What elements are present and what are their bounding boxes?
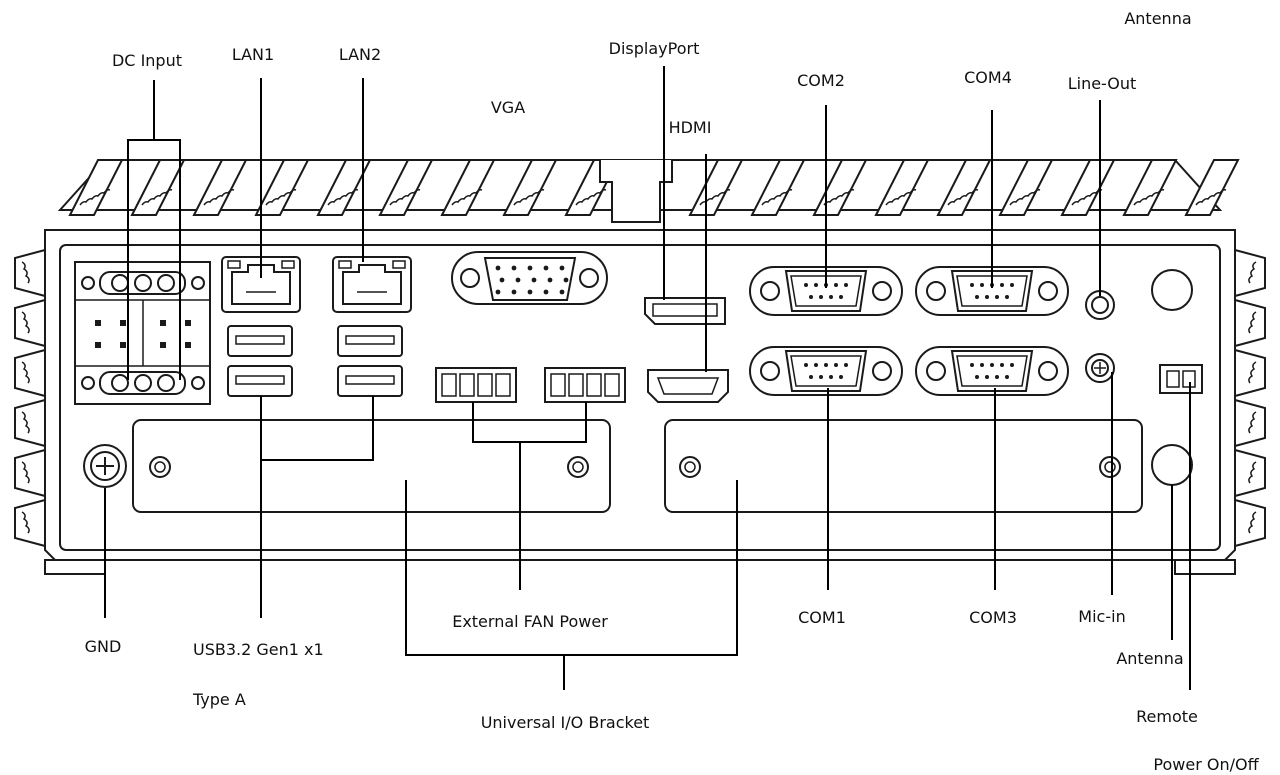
heatsink-fin bbox=[378, 159, 434, 216]
com3-port bbox=[915, 346, 1069, 396]
heatsink-fin bbox=[750, 159, 806, 216]
side-fin bbox=[1234, 449, 1266, 497]
displayport-port bbox=[644, 297, 726, 325]
right-side-fins bbox=[1234, 249, 1266, 547]
label-usb-line1: USB3.2 Gen1 x1 bbox=[193, 640, 324, 659]
label-gnd: GND bbox=[85, 637, 122, 656]
vga-port bbox=[451, 251, 608, 305]
label-external-fan-power: External FAN Power bbox=[452, 612, 608, 631]
label-lan1: LAN1 bbox=[232, 45, 274, 64]
com2-port bbox=[749, 266, 903, 316]
side-fin bbox=[1234, 299, 1266, 347]
remote-power-connector bbox=[1159, 364, 1203, 394]
side-fin bbox=[14, 249, 46, 297]
heatsink-fins bbox=[68, 159, 1240, 216]
vga-pins bbox=[495, 265, 569, 295]
usb-ports bbox=[227, 325, 403, 397]
uio-bracket-right bbox=[664, 419, 1143, 513]
label-usb-line2: Type A bbox=[192, 690, 246, 709]
side-fin bbox=[1234, 499, 1266, 547]
label-com3: COM3 bbox=[969, 608, 1017, 627]
vga-pin bbox=[495, 265, 501, 271]
side-fin bbox=[1234, 249, 1266, 297]
lan1-port bbox=[221, 256, 301, 313]
heatsink-fin bbox=[936, 159, 992, 216]
lan2-port bbox=[332, 256, 412, 313]
mic-in-jack bbox=[1085, 353, 1115, 383]
label-line-out: Line-Out bbox=[1068, 74, 1137, 93]
fan-connector-2 bbox=[544, 367, 626, 403]
side-fin bbox=[1234, 399, 1266, 447]
heatsink-fin bbox=[192, 159, 248, 216]
dc-input-connector bbox=[74, 261, 211, 405]
vga-pin bbox=[543, 265, 549, 271]
side-fin bbox=[14, 399, 46, 447]
com4-port bbox=[915, 266, 1069, 316]
left-side-fins bbox=[14, 249, 46, 547]
vga-pin bbox=[495, 289, 501, 295]
vga-pin bbox=[515, 277, 521, 283]
label-hdmi: HDMI bbox=[669, 118, 712, 137]
leader-lines bbox=[104, 66, 1191, 690]
side-fin bbox=[14, 449, 46, 497]
heatsink-fin bbox=[502, 159, 558, 216]
vga-pin bbox=[559, 289, 565, 295]
heatsink-fin bbox=[254, 159, 310, 216]
side-fin bbox=[1234, 349, 1266, 397]
label-antenna-top: Antenna bbox=[1124, 9, 1191, 28]
com-ports bbox=[749, 266, 1069, 396]
vga-pin bbox=[499, 277, 505, 283]
vga-pin bbox=[511, 289, 517, 295]
label-com4: COM4 bbox=[964, 68, 1012, 87]
label-mic-in: Mic-in bbox=[1078, 607, 1125, 626]
vga-pin bbox=[559, 265, 565, 271]
side-fin bbox=[14, 349, 46, 397]
vga-pin bbox=[531, 277, 537, 283]
label-com1: COM1 bbox=[798, 608, 846, 627]
hdmi-port bbox=[647, 369, 729, 403]
fan-connector-1 bbox=[435, 367, 517, 403]
label-universal-io-bracket: Universal I/O Bracket bbox=[481, 713, 650, 732]
heatsink-fin bbox=[316, 159, 372, 216]
side-fin bbox=[14, 299, 46, 347]
com1-port bbox=[749, 346, 903, 396]
label-antenna-bottom: Antenna bbox=[1116, 649, 1183, 668]
heatsink-fin bbox=[68, 159, 124, 216]
vga-pin bbox=[527, 265, 533, 271]
labels: DC Input LAN1 LAN2 VGA DisplayPort HDMI … bbox=[85, 9, 1260, 774]
antenna-hole-top bbox=[1151, 269, 1193, 311]
vga-pin bbox=[547, 277, 553, 283]
label-vga: VGA bbox=[491, 98, 525, 117]
heatsink-fin bbox=[440, 159, 496, 216]
side-fin bbox=[14, 499, 46, 547]
heatsink-fin bbox=[1184, 159, 1240, 216]
heatsink-fin bbox=[1122, 159, 1178, 216]
vga-pin bbox=[563, 277, 569, 283]
heatsink-fin bbox=[130, 159, 186, 216]
label-lan2: LAN2 bbox=[339, 45, 381, 64]
line-out-jack bbox=[1085, 290, 1115, 320]
antenna-hole-bottom bbox=[1151, 444, 1193, 486]
label-remote-line1: Remote bbox=[1136, 707, 1198, 726]
vga-pin bbox=[543, 289, 549, 295]
gnd-screw bbox=[83, 444, 127, 488]
label-dc-input: DC Input bbox=[112, 51, 182, 70]
heatsink-fin bbox=[874, 159, 930, 216]
uio-bracket-left bbox=[132, 419, 611, 513]
label-com2: COM2 bbox=[797, 71, 845, 90]
heatsink-fin bbox=[998, 159, 1054, 216]
vga-pin bbox=[527, 289, 533, 295]
label-displayport: DisplayPort bbox=[609, 39, 700, 58]
label-remote-line2: Power On/Off bbox=[1153, 755, 1259, 774]
vga-pin bbox=[511, 265, 517, 271]
